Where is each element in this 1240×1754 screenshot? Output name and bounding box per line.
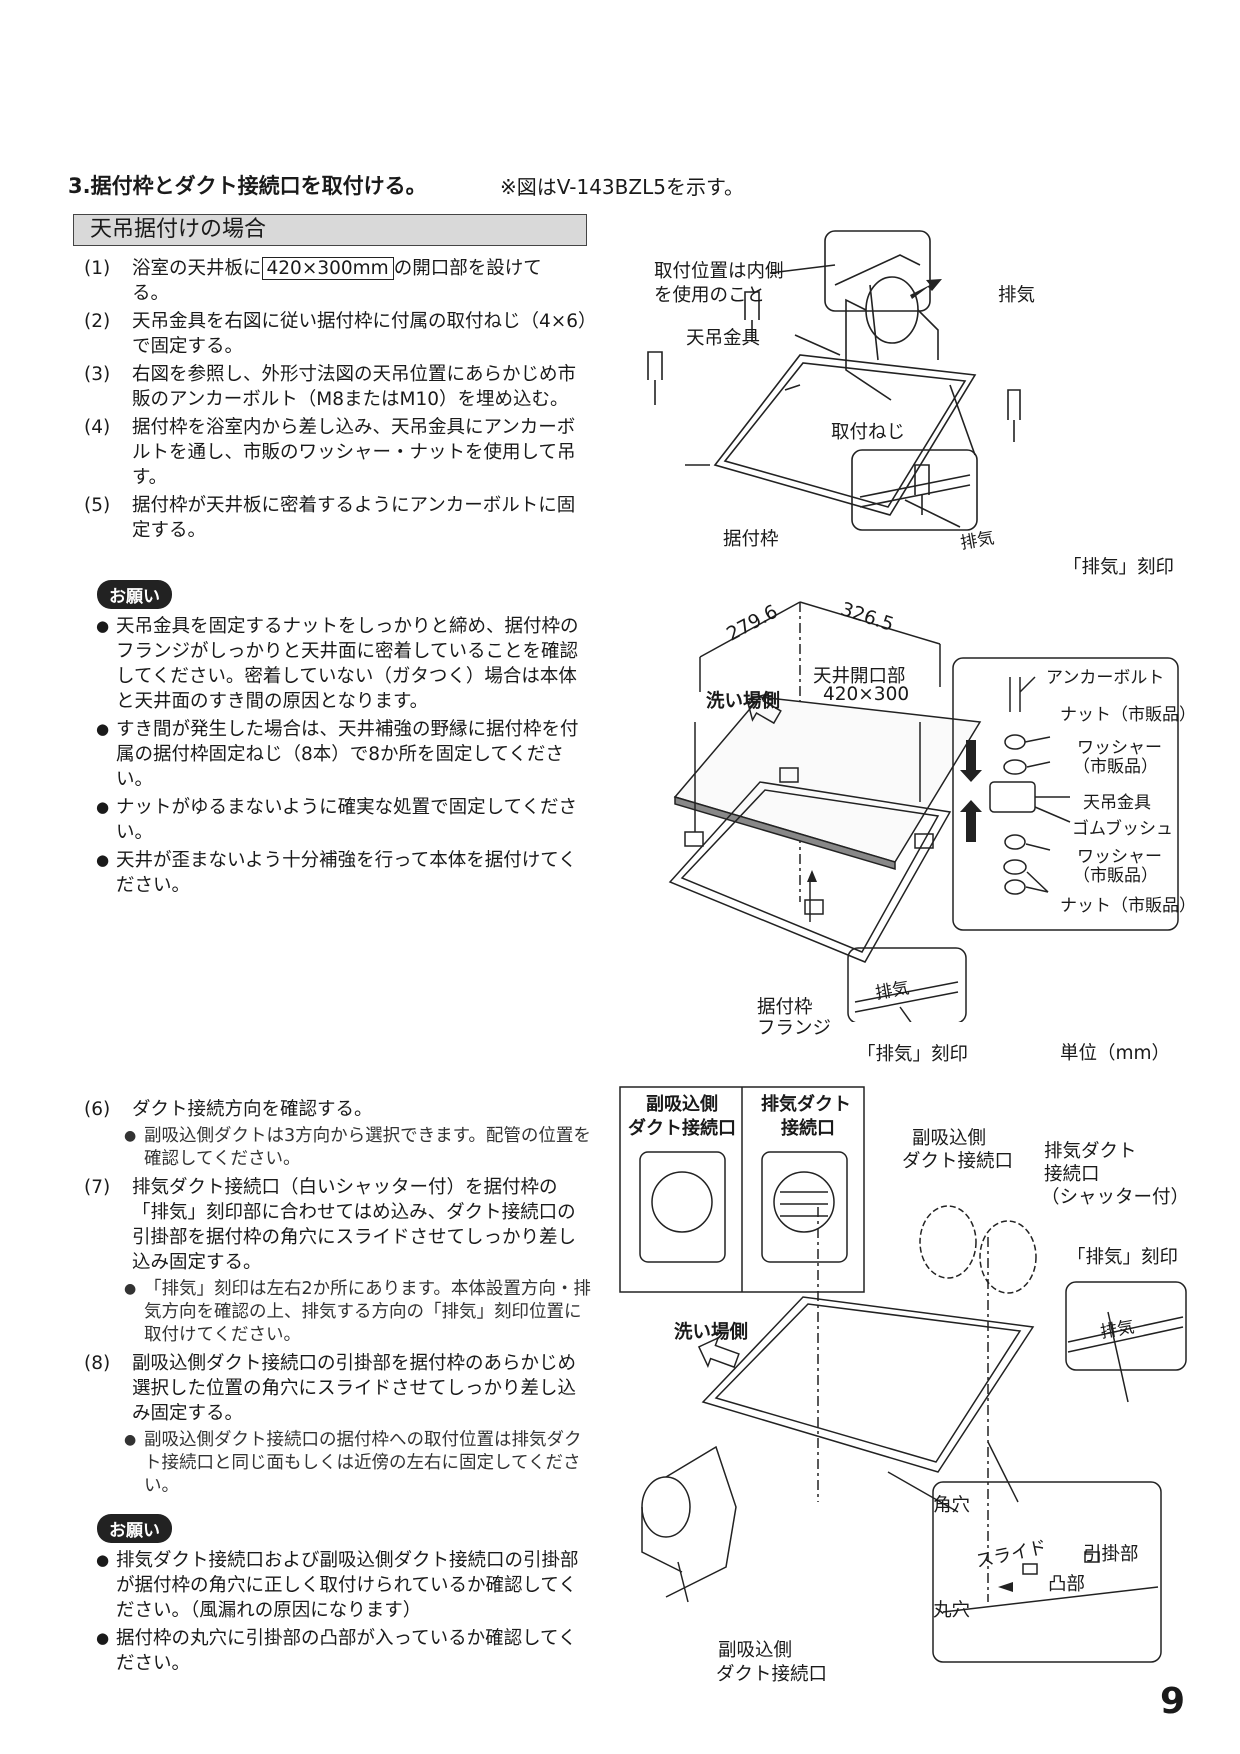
section-note: ※図はV-143BZL5を示す。: [500, 175, 744, 199]
fig3-ex-duct-3: （シャッター付）: [1041, 1187, 1190, 1208]
fig3-bottom-1: 副吸込側: [718, 1640, 793, 1661]
fig2-nut2: ナット（市販品）: [1060, 896, 1196, 916]
fig3-tab1-2: ダクト接続口: [628, 1118, 736, 1139]
fig1-mount-note-1: 取付位置は内側: [654, 261, 784, 282]
step-2: (2)天吊金具を右図に従い据付枠に付属の取付ねじ（4×6）で固定する。: [84, 311, 588, 357]
step-4: (4)据付枠を浴室内から差し込み、天吊金具にアンカーボルトを通し、市販のワッシャ…: [84, 417, 576, 488]
fig1-frame-label: 据付枠: [723, 529, 779, 550]
figure-frame-mount: [647, 230, 1021, 531]
onegai-badge-2: お願い: [97, 1514, 172, 1543]
opening-size: 420×300mm: [261, 257, 394, 280]
fig2-opening-1: 天井開口部: [813, 666, 906, 687]
fig3-tab2-2: 接続口: [781, 1118, 835, 1139]
note-b-2: 据付枠の丸穴に引掛部の凸部が入っているか確認してください。: [96, 1626, 592, 1676]
notes-a: 天吊金具を固定するナットをしっかりと締め、据付枠のフランジがしっかりと天井面に密…: [96, 614, 592, 901]
note-a-2: すき間が発生した場合は、天井補強の野縁に据付枠を付属の据付枠固定ねじ（8本）で8…: [96, 717, 592, 792]
fig2-washer-2: （市販品）: [1073, 757, 1158, 777]
fig2-washroom: 洗い場側: [706, 691, 781, 712]
note-a-1: 天吊金具を固定するナットをしっかりと締め、据付枠のフランジがしっかりと天井面に密…: [96, 614, 592, 714]
fig2-nut: ナット（市販品）: [1060, 705, 1196, 725]
note-b-1: 排気ダクト接続口および副吸込側ダクト接続口の引掛部が据付枠の角穴に正しく取付けら…: [96, 1548, 592, 1623]
fig2-washer2-1: ワッシャー: [1077, 847, 1162, 867]
fig1-mount-note-2: を使用のこと: [654, 285, 766, 306]
fig3-square-hole: 角穴: [933, 1495, 971, 1516]
fig1-screw-label: 取付ねじ: [831, 422, 906, 443]
fig2-bushing: ゴムブッシュ: [1072, 819, 1173, 839]
fig2-flange-1: 据付枠: [757, 997, 813, 1018]
fig2-flange-2: フランジ: [757, 1018, 832, 1039]
fig2-opening-2: 420×300: [823, 684, 910, 705]
fig1-exhaust-label: 排気: [998, 285, 1036, 306]
fig3-hook: 引掛部: [1083, 1544, 1139, 1565]
fig3-tab2-1: 排気ダクト: [761, 1094, 851, 1115]
fig3-bottom-2: ダクト接続口: [716, 1664, 828, 1685]
fig3-sub-duct-2: ダクト接続口: [902, 1151, 1014, 1172]
fig3-washroom: 洗い場側: [674, 1322, 749, 1343]
fig3-ex-duct-2: 接続口: [1044, 1164, 1100, 1185]
step-8-sub: 副吸込側ダクト接続口の据付枠への取付位置は排気ダクト接続口と同じ面もしくは近傍の…: [124, 1429, 592, 1498]
onegai-badge-1: お願い: [97, 580, 172, 609]
step-6-sub: 副吸込側ダクトは3方向から選択できます。配管の位置を確認してください。: [124, 1125, 592, 1171]
fig2-washer-1: ワッシャー: [1077, 738, 1162, 758]
fig3-boss: 凸部: [1048, 1574, 1086, 1595]
fig2-washer2-2: （市販品）: [1073, 866, 1158, 886]
figure-duct-connection: [619, 1086, 1187, 1663]
step-8: (8)副吸込側ダクト接続口の引掛部を据付枠のあらかじめ選択した位置の角穴にスライ…: [84, 1353, 577, 1424]
step-7-sub: 「排気」刻印は左右2か所にあります。本体設置方向・排気方向を確認の上、排気する方…: [124, 1278, 592, 1347]
steps-b: (6)ダクト接続方向を確認する。 副吸込側ダクトは3方向から選択できます。配管の…: [84, 1097, 592, 1502]
step-3: (3)右図を参照し、外形寸法図の天吊位置にあらかじめ市販のアンカーボルト（M8ま…: [84, 364, 577, 410]
notes-b: 排気ダクト接続口および副吸込側ダクト接続口の引掛部が据付枠の角穴に正しく取付けら…: [96, 1548, 592, 1679]
fig3-stamp-label: 「排気」刻印: [1067, 1247, 1179, 1268]
section-title: 3.据付枠とダクト接続口を取付ける。: [68, 174, 427, 198]
subheading: 天吊据付けの場合: [73, 214, 587, 246]
step-7: (7)排気ダクト接続口（白いシャッター付）を据付枠の「排気」刻印部に合わせてはめ…: [84, 1177, 577, 1273]
fig3-ex-duct-1: 排気ダクト: [1044, 1141, 1137, 1162]
fig2-unit: 単位（mm）: [1060, 1043, 1171, 1064]
note-a-3: ナットがゆるまないように確実な処置で固定してください。: [96, 795, 592, 845]
fig2-bracket: 天吊金具: [1083, 793, 1151, 813]
fig3-sub-duct-1: 副吸込側: [912, 1128, 987, 1149]
note-a-4: 天井が歪まないよう十分補強を行って本体を据付けてください。: [96, 848, 592, 898]
fig2-stamp-label: 「排気」刻印: [857, 1044, 969, 1065]
fig3-tab1-1: 副吸込側: [646, 1094, 718, 1115]
step-6: (6)ダクト接続方向を確認する。: [84, 1099, 373, 1120]
fig2-anchor: アンカーボルト: [1046, 668, 1165, 688]
fig1-bracket-label: 天吊金具: [686, 328, 761, 349]
fig3-round-hole: 丸穴: [933, 1600, 971, 1621]
step-5: (5)据付枠が天井板に密着するようにアンカーボルトに固定する。: [84, 495, 576, 541]
fig1-stamp-label: 「排気」刻印: [1063, 557, 1175, 578]
figure-ceiling-opening: [668, 601, 1179, 1022]
page-number: 9: [1159, 1681, 1185, 1722]
